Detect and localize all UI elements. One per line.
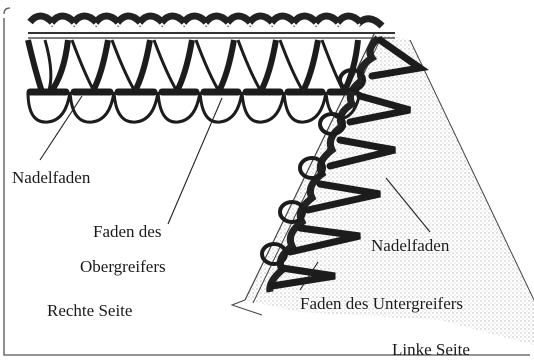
lower-looper-label: Faden des Untergreifers: [300, 294, 463, 314]
lower-scallops: [28, 92, 360, 122]
top-twisted-edge: [30, 16, 382, 30]
needle-thread-label-left: Nadelfaden: [12, 168, 90, 188]
wrong-side-label: Linke Seite: [392, 340, 470, 360]
upper-looper-label-line2: Obergreifers: [80, 257, 166, 277]
upper-looper-label-line1: Faden des: [93, 222, 161, 242]
upper-looper-loops: [28, 40, 358, 93]
needle-thread-label-right: Nadelfaden: [371, 236, 449, 256]
right-side-label: Rechte Seite: [47, 301, 132, 321]
